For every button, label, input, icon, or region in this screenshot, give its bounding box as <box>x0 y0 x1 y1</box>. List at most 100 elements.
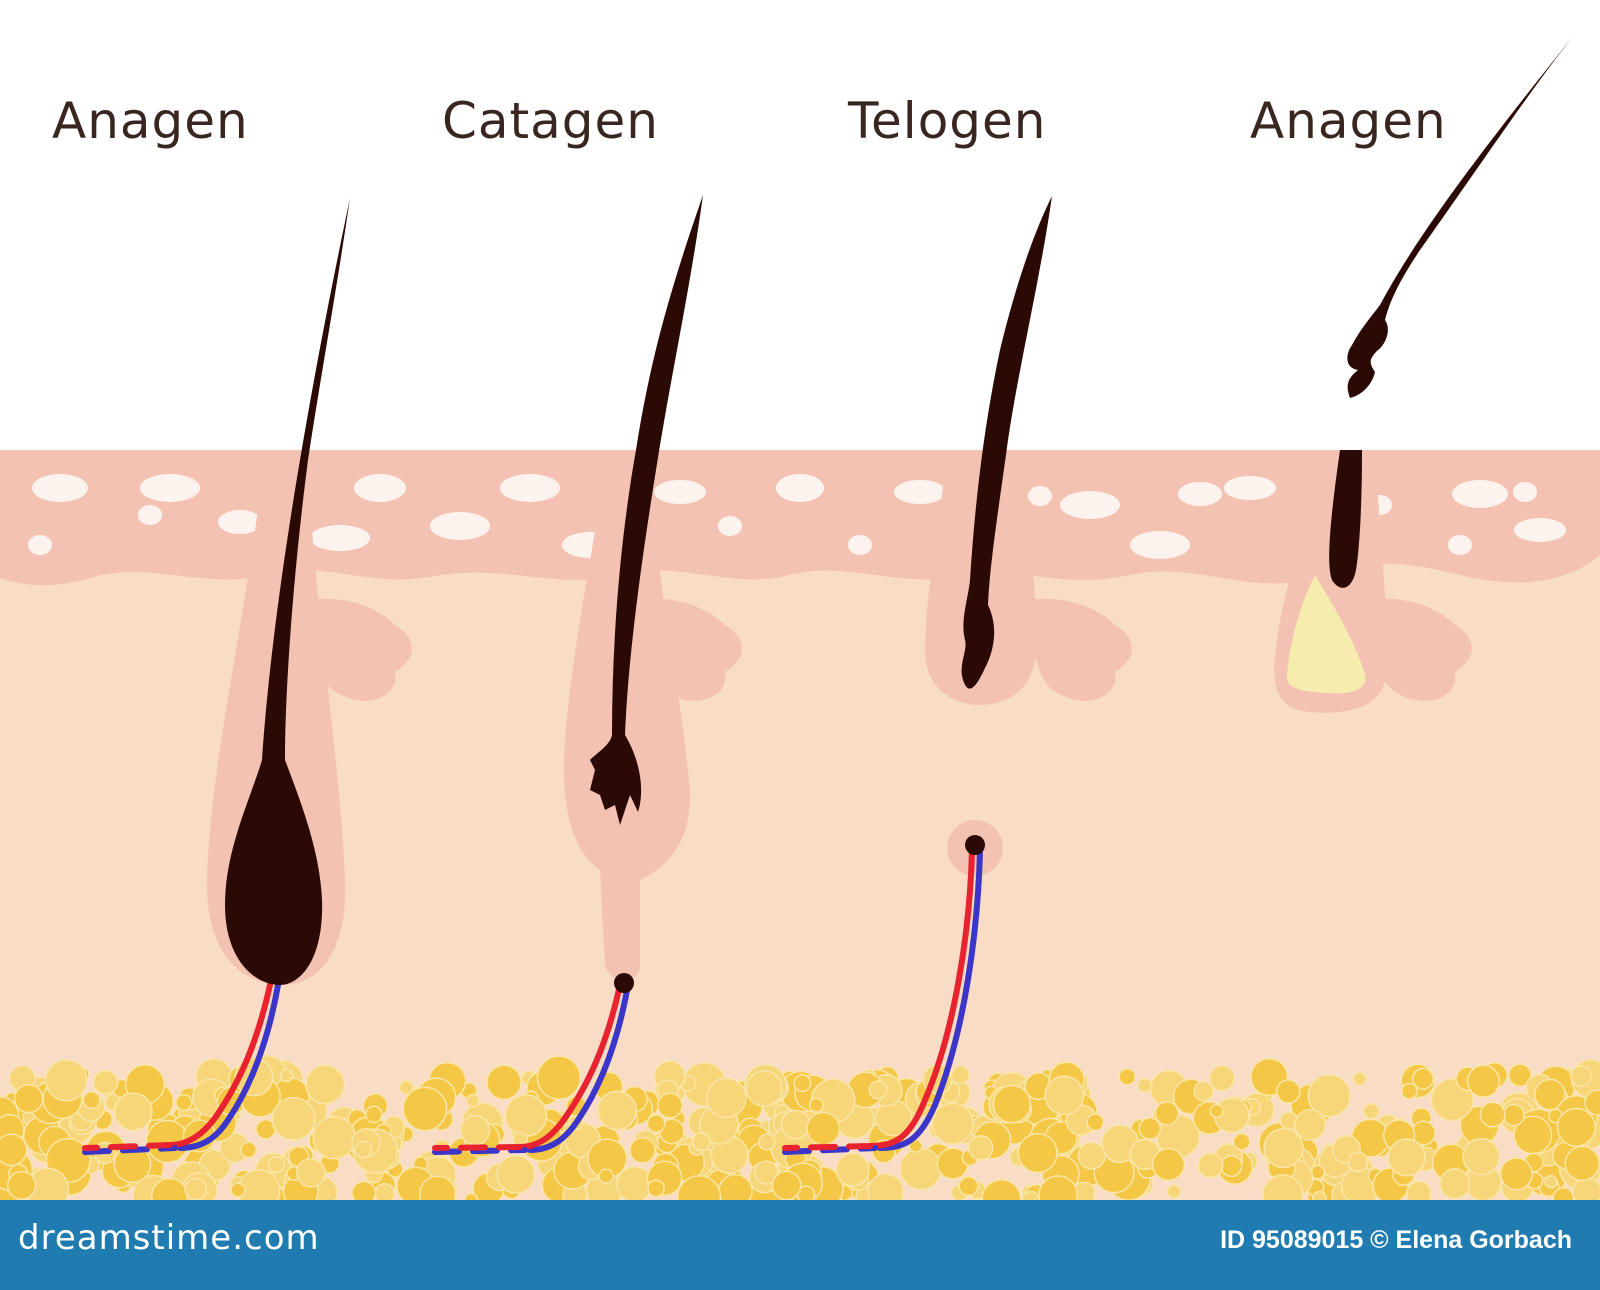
fat-cell <box>279 1068 294 1083</box>
fat-cell <box>691 1132 711 1152</box>
fat-cell <box>1508 1063 1532 1088</box>
fat-cell <box>629 1136 656 1164</box>
fat-cell <box>1137 1077 1153 1094</box>
fat-cell <box>1294 1108 1327 1141</box>
skin-cell <box>430 512 490 540</box>
fat-layer <box>0 1055 1600 1200</box>
fat-cell <box>958 1175 979 1197</box>
catagen-hair <box>590 195 703 825</box>
fat-cell <box>806 1111 841 1146</box>
stage-label-anagen: Anagen <box>52 92 249 150</box>
fat-cell <box>867 1173 905 1200</box>
fat-cell <box>597 1090 638 1131</box>
fat-cell <box>267 1156 285 1174</box>
fat-cell <box>1352 1071 1367 1087</box>
fat-cell <box>354 1140 373 1159</box>
fat-cell <box>6 1170 37 1200</box>
sebum-pocket <box>1286 575 1366 694</box>
catagen-papilla <box>614 973 634 993</box>
fat-cell <box>1154 1101 1180 1126</box>
shed-old-hair <box>1347 30 1578 398</box>
fat-cell <box>1564 1145 1600 1182</box>
fat-cell <box>967 1134 994 1161</box>
fat-cell <box>1197 1152 1224 1179</box>
fat-cell <box>1570 1065 1592 1087</box>
skin-cell <box>1130 531 1190 559</box>
fat-cell <box>808 1097 824 1113</box>
skin-cell <box>354 474 406 502</box>
new-anagen-hair <box>1329 450 1362 588</box>
fat-cell <box>1534 1078 1566 1111</box>
fat-cell <box>13 1083 44 1114</box>
fat-cell <box>1347 1151 1369 1173</box>
fat-cell <box>1462 1137 1501 1176</box>
skin-cell <box>1060 491 1120 519</box>
fat-cell <box>1406 1180 1432 1200</box>
fat-cell <box>402 1086 448 1132</box>
fat-cell <box>1166 1184 1182 1199</box>
fat-cell <box>1044 1075 1085 1116</box>
fat-cell <box>598 1168 614 1185</box>
fat-cell <box>364 1105 383 1124</box>
fat-cell <box>1151 1147 1186 1182</box>
fat-cell <box>1138 1117 1162 1140</box>
fat-cell <box>646 1113 666 1133</box>
fat-cell <box>230 1182 246 1198</box>
fat-cell <box>950 1065 971 1085</box>
fat-cell <box>184 1177 208 1200</box>
fat-cell <box>1086 1113 1105 1132</box>
fat-cell <box>1193 1080 1215 1102</box>
fat-cell <box>496 1154 536 1194</box>
fat-cell <box>1209 1104 1224 1119</box>
fat-cell <box>536 1055 582 1101</box>
fat-cell <box>240 1141 258 1159</box>
fat-cell <box>1584 1089 1600 1116</box>
skin-cell <box>138 505 162 525</box>
footer-site[interactable]: dreamstime.com <box>18 1218 320 1258</box>
fat-cell <box>351 1180 377 1200</box>
fat-cell <box>1261 1174 1304 1200</box>
epidermis-cells <box>28 474 1566 559</box>
fat-cell <box>676 1174 722 1200</box>
fat-cell <box>1263 1127 1304 1169</box>
fat-cell <box>486 1064 522 1101</box>
skin-cell <box>894 480 946 504</box>
fat-cell <box>1017 1132 1058 1174</box>
fat-cell <box>1038 1175 1078 1200</box>
skin-cell <box>500 474 560 502</box>
skin-cell <box>1178 482 1222 506</box>
fat-cell <box>780 1109 811 1140</box>
footer-bar: dreamstime.com ID 95089015 © Elena Gorba… <box>0 1200 1600 1290</box>
fat-cell <box>1412 1067 1435 1090</box>
telogen-papilla-dot <box>965 835 985 855</box>
footer-credit: ID 95089015 © Elena Gorbach <box>1220 1226 1572 1254</box>
fat-cell <box>82 1090 101 1110</box>
fat-cell <box>418 1175 457 1200</box>
fat-cell <box>1387 1138 1426 1177</box>
fat-cell <box>92 1069 119 1096</box>
fat-cell <box>1021 1190 1040 1200</box>
skin-cell <box>848 535 872 555</box>
fat-cell <box>868 1080 888 1100</box>
skin-cell <box>1028 486 1052 506</box>
skin-cell <box>218 510 262 534</box>
skin-cell <box>1224 476 1276 500</box>
fat-cell <box>931 1102 974 1145</box>
catagen-follicle <box>563 450 691 980</box>
fat-cell <box>1077 1141 1106 1170</box>
fat-cell <box>1466 1064 1501 1098</box>
fat-cell <box>758 1133 776 1151</box>
fat-cell <box>656 1092 684 1119</box>
fat-cell <box>1572 1177 1600 1200</box>
fat-cell <box>1544 1175 1558 1189</box>
fat-cell <box>1208 1065 1236 1092</box>
fat-cell <box>44 1058 88 1102</box>
fat-cell <box>745 1070 783 1108</box>
fat-cell <box>1499 1157 1533 1191</box>
fat-cell <box>398 1079 415 1096</box>
skin-cell <box>310 525 370 551</box>
fat-cell <box>1312 1190 1327 1200</box>
fat-cell <box>899 1147 943 1191</box>
fat-cell <box>705 1077 747 1119</box>
telogen-hair <box>961 196 1052 689</box>
